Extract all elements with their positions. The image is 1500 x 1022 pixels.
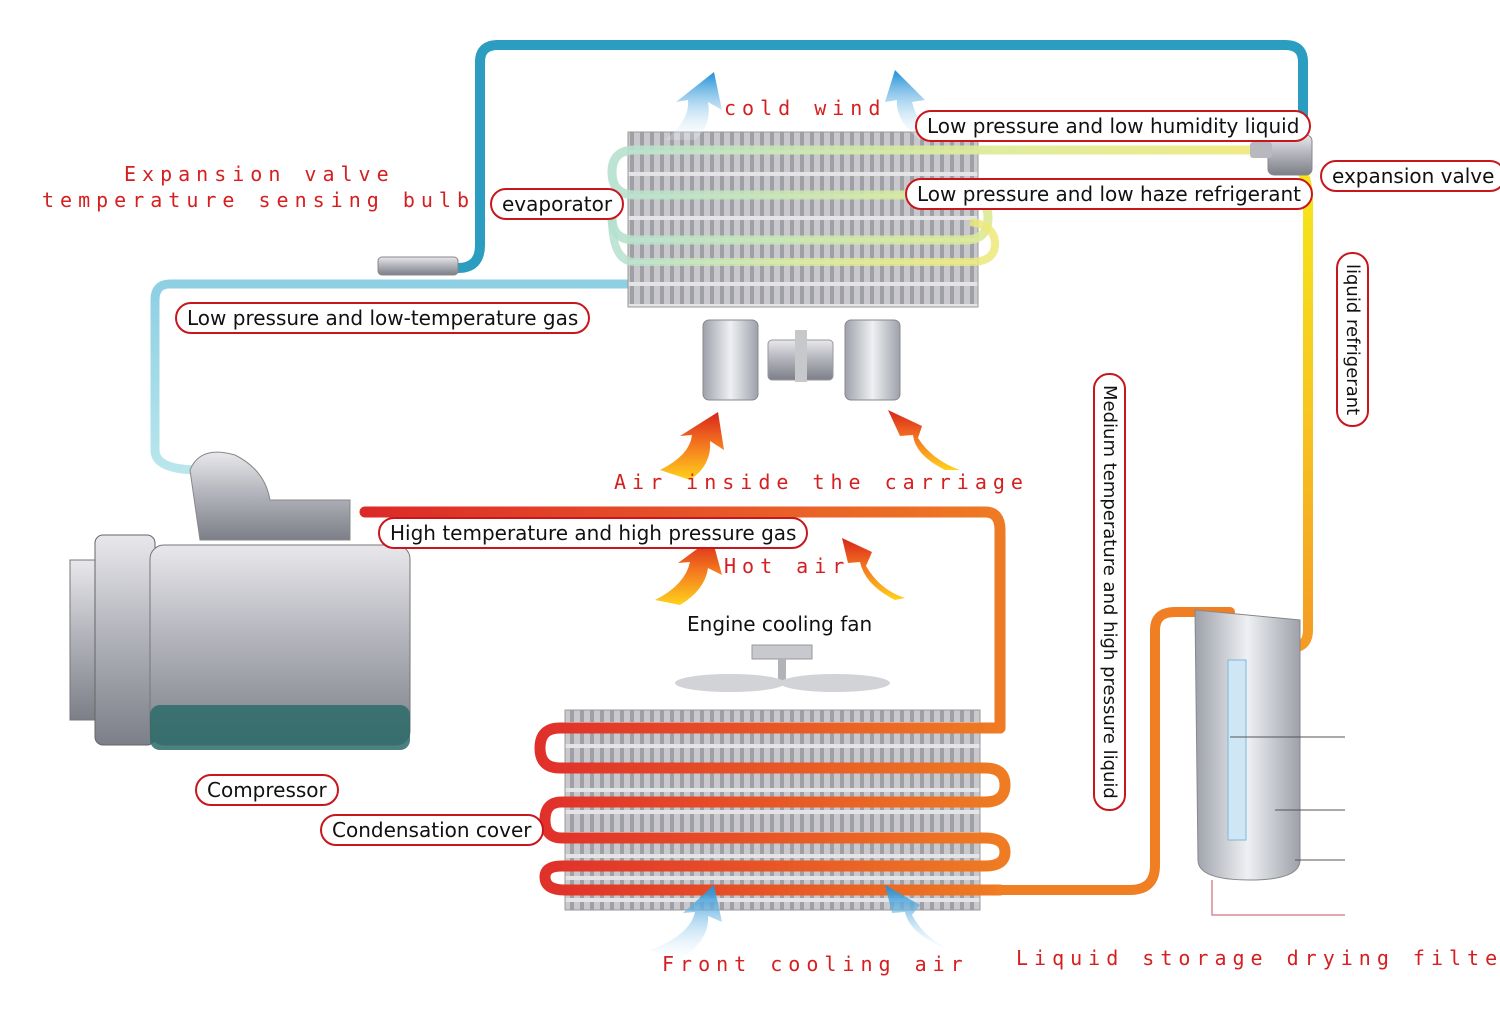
discharge-pipe [359, 506, 1006, 734]
bulb-capillary-pipe [453, 40, 1308, 273]
front-cooling-air-label: Front cooling air [662, 952, 969, 976]
evaporator-unit [607, 131, 1260, 308]
condensation-cover-label: Condensation cover [320, 814, 544, 846]
condenser-unit [534, 709, 1011, 911]
liquid-line-pipe [1255, 145, 1313, 653]
cold-air-arrow-icon [885, 70, 935, 140]
hot-air-arrow-icon [655, 538, 722, 605]
cooling-air-arrow-icon [885, 885, 960, 955]
high-temp-gas-label: High temperature and high pressure gas [378, 517, 809, 549]
cooling-air-arrow-icon [650, 885, 722, 960]
receiver-drier [1194, 609, 1345, 916]
medium-temp-liquid-label: Medium temperature and high pressure liq… [1093, 373, 1126, 811]
expansion-valve-bulb-label-line2: temperature sensing bulb [42, 188, 475, 212]
compressor-label: Compressor [195, 774, 339, 806]
engine-cooling-fan-label: Engine cooling fan [687, 612, 873, 636]
low-pressure-humidity-label: Low pressure and low humidity liquid [915, 110, 1312, 142]
hot-air-arrow-icon [842, 538, 905, 600]
blower-fan [702, 319, 901, 401]
condenser-outlet-pipe [995, 607, 1235, 895]
compressor-unit [69, 451, 411, 750]
expansion-valve-bulb-label-line1: Expansion valve [124, 162, 395, 186]
evaporator-label: evaporator [490, 188, 625, 220]
liquid-refrigerant-label: liquid refrigerant [1336, 252, 1369, 428]
low-pressure-gas-label: Low pressure and low-temperature gas [175, 302, 591, 334]
liquid-storage-filter-label: Liquid storage drying filter [1016, 946, 1500, 970]
suction-pipe [150, 279, 645, 475]
low-pressure-haze-label: Low pressure and low haze refrigerant [905, 178, 1313, 210]
hot-air-arrow-icon [660, 412, 724, 480]
sensing-bulb [377, 256, 459, 276]
air-inside-carriage-label: Air inside the carriage [614, 470, 1029, 494]
hot-air-label: Hot air [724, 554, 851, 578]
cold-wind-label: cold wind [724, 96, 887, 120]
expansion-valve-label: expansion valve [1320, 160, 1500, 192]
cold-air-arrow-icon [665, 72, 722, 140]
hot-air-arrow-icon [888, 410, 960, 470]
engine-cooling-fan [675, 644, 890, 692]
